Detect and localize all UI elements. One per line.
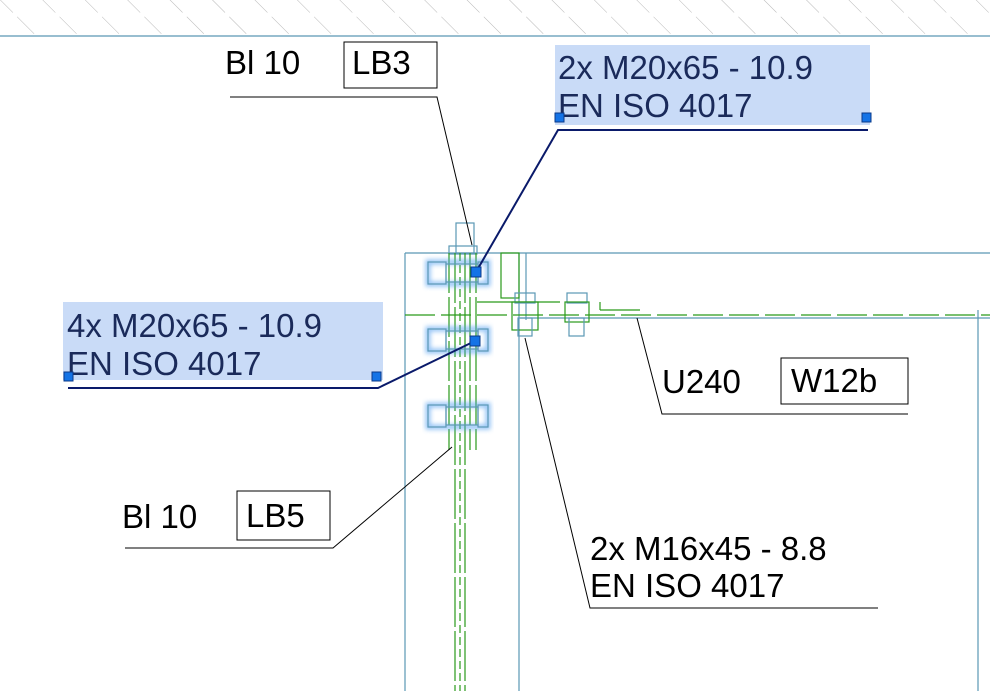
bolt-group-column[interactable]	[425, 259, 491, 430]
grip-handle[interactable]	[861, 112, 872, 123]
bolt[interactable]	[564, 292, 590, 337]
grip-handle[interactable]	[371, 371, 382, 382]
bolt[interactable]	[427, 404, 489, 428]
grip-handle[interactable]	[63, 371, 74, 382]
selection-highlight	[555, 45, 870, 125]
selection-highlight	[63, 302, 383, 380]
profile-text: U240	[662, 363, 741, 400]
label-plate-bottom[interactable]: Bl 10 LB5	[122, 446, 453, 549]
bolt-top-line2: EN ISO 4017	[558, 87, 752, 124]
label-bolt-small[interactable]: 2x M16x45 - 8.8 EN ISO 4017	[524, 337, 878, 609]
grip-handle[interactable]	[470, 266, 482, 278]
bolt[interactable]	[511, 292, 539, 337]
bolt-left-line1: 4x M20x65 - 10.9	[67, 307, 322, 344]
bolt-group-beam[interactable]	[511, 292, 590, 337]
grip-handle[interactable]	[554, 112, 565, 123]
bolt-small-line2: EN ISO 4017	[590, 567, 784, 604]
plate-bottom-tag: LB5	[246, 497, 305, 534]
plate-top-text: Bl 10	[225, 44, 300, 81]
grip-handle[interactable]	[469, 335, 481, 347]
bolt-left-line2: EN ISO 4017	[67, 345, 261, 382]
bolt-small-line1: 2x M16x45 - 8.8	[590, 530, 827, 567]
label-bolt-top[interactable]: 2x M20x65 - 10.9 EN ISO 4017	[470, 49, 872, 278]
column-outline	[404, 222, 990, 691]
plate-top-tag: LB3	[352, 44, 411, 81]
label-bolt-left[interactable]: 4x M20x65 - 10.9 EN ISO 4017	[63, 307, 481, 389]
plate-bottom-text: Bl 10	[122, 498, 197, 535]
hidden-lines	[405, 252, 990, 691]
bolt-top-line1: 2x M20x65 - 10.9	[558, 49, 813, 86]
hatched-wall	[0, 0, 990, 36]
label-profile[interactable]: U240 W12b	[636, 317, 909, 415]
label-plate-top[interactable]: Bl 10 LB3	[225, 41, 473, 246]
profile-tag: W12b	[791, 362, 877, 399]
